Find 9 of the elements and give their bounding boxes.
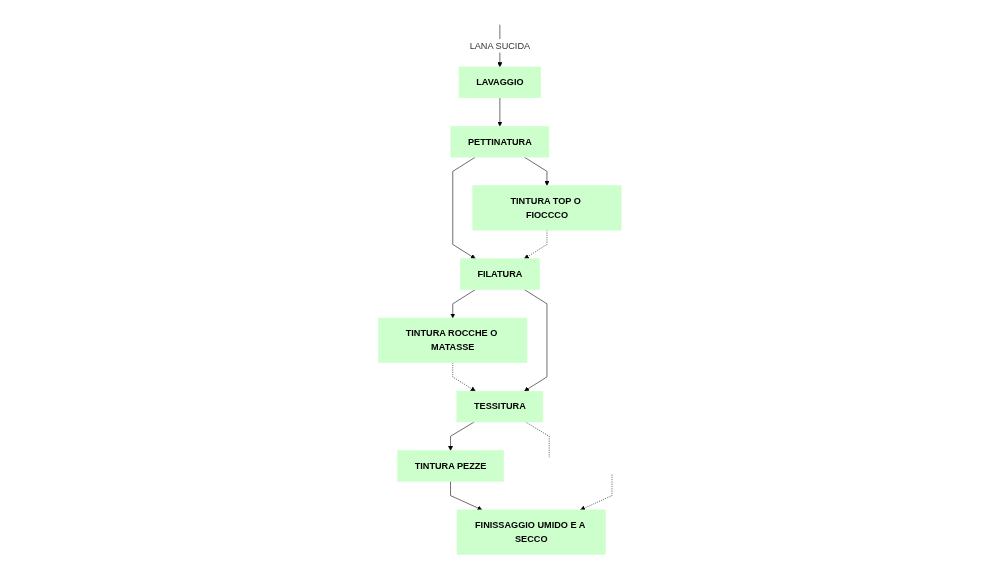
node-box: FINISSAGGIO UMIDO E A SECCO	[456, 509, 606, 555]
edge-label: LANA SUCIDA	[469, 40, 530, 51]
node-box: TINTURA PEZZE	[396, 450, 504, 482]
node-box: TINTURA TOP O FIOCCCO	[472, 185, 622, 231]
node-box: TESSITURA	[456, 390, 543, 423]
node-box: FILATURA	[459, 258, 540, 290]
node-box: TINTURA ROCCHE O MATASSE	[377, 317, 527, 363]
node-box: LAVAGGIO	[458, 66, 541, 99]
node-box: PETTINATURA	[450, 126, 549, 158]
